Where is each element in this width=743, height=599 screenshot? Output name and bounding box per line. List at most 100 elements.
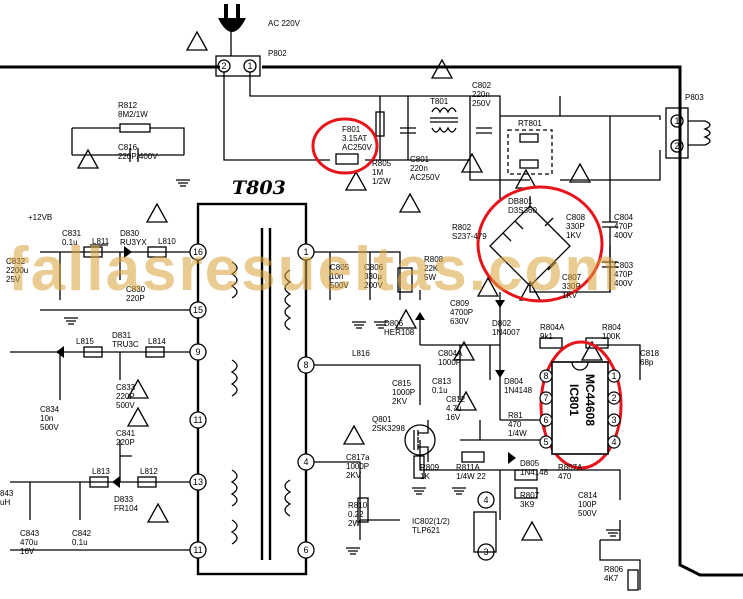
transformer-pin bbox=[189, 243, 207, 261]
transformer-name: T803 bbox=[232, 177, 286, 199]
capacitor-c802 bbox=[476, 127, 492, 134]
component-label-l810: L810 bbox=[158, 237, 176, 246]
plug-label: P802 bbox=[268, 49, 287, 58]
component-label-l811: L811 bbox=[92, 237, 110, 246]
degauss-pin: 2 bbox=[674, 141, 679, 151]
ic-pin bbox=[607, 435, 621, 449]
transformer-pin-label: 13 bbox=[193, 477, 203, 487]
transformer-pin-label: 9 bbox=[195, 347, 200, 357]
ic-pin bbox=[539, 435, 553, 449]
degauss-pin: 1 bbox=[674, 116, 679, 126]
transformer-pin bbox=[297, 243, 315, 261]
mosfet-q801 bbox=[404, 420, 436, 462]
plug-pin: 2 bbox=[221, 61, 226, 71]
transformer-pin bbox=[189, 473, 207, 491]
transformer-pin-label: 6 bbox=[303, 545, 308, 555]
ic-pin-label: 2 bbox=[611, 393, 616, 403]
ic-pin bbox=[607, 369, 621, 383]
transformer-pin-label: 8 bbox=[303, 360, 308, 370]
component-label-ic802: IC802(1/2)TLP621 bbox=[412, 517, 450, 535]
transformer-pin bbox=[297, 453, 315, 471]
line-filter-t801 bbox=[430, 107, 458, 133]
transformer-pin bbox=[297, 541, 315, 559]
transformer-pin-label: 16 bbox=[193, 247, 203, 257]
component-label-v12: +12VB bbox=[28, 213, 52, 222]
resistor-r805 bbox=[375, 111, 385, 137]
svg-text:IC801: IC801 bbox=[567, 384, 581, 416]
transformer-pin-label: 11 bbox=[193, 415, 202, 425]
transformer-pin-label: 15 bbox=[193, 305, 203, 315]
component-label-rt801: RT801 bbox=[518, 119, 542, 128]
component-label-l813: L813 bbox=[92, 467, 110, 476]
capacitor-c816 bbox=[71, 127, 185, 162]
transformer-pin-label: 1 bbox=[303, 247, 308, 257]
ic-pin-label: 8 bbox=[543, 371, 548, 381]
component-label-l814: L814 bbox=[148, 337, 166, 346]
ic-pin-label: 3 bbox=[611, 415, 616, 425]
highlight-bridge bbox=[476, 185, 604, 303]
ic-pin bbox=[607, 391, 621, 405]
watermark: fallasresueltas.com bbox=[8, 235, 622, 304]
transformer-pin bbox=[189, 301, 207, 319]
resistor-r812 bbox=[119, 123, 151, 133]
ic-pin bbox=[607, 413, 621, 427]
transformer-pin bbox=[189, 343, 207, 361]
fuse-f801 bbox=[335, 153, 359, 165]
plug-pin: 1 bbox=[247, 61, 252, 71]
opto-pin: 4 bbox=[483, 495, 488, 505]
ic-pin-label: 5 bbox=[543, 437, 548, 447]
ic-pin bbox=[539, 391, 553, 405]
transformer-pin bbox=[297, 356, 315, 374]
opto-pin: 3 bbox=[483, 547, 488, 557]
transformer-t803 bbox=[196, 202, 308, 576]
transformer-pin-label: 11 bbox=[193, 545, 202, 555]
highlight-ic801 bbox=[539, 340, 623, 470]
component-label-l815: L815 bbox=[76, 337, 94, 346]
ac-plug bbox=[215, 4, 261, 77]
svg-text:MC44608: MC44608 bbox=[583, 374, 597, 426]
thermistor-rt801 bbox=[507, 129, 553, 175]
caution-triangles bbox=[76, 30, 604, 541]
